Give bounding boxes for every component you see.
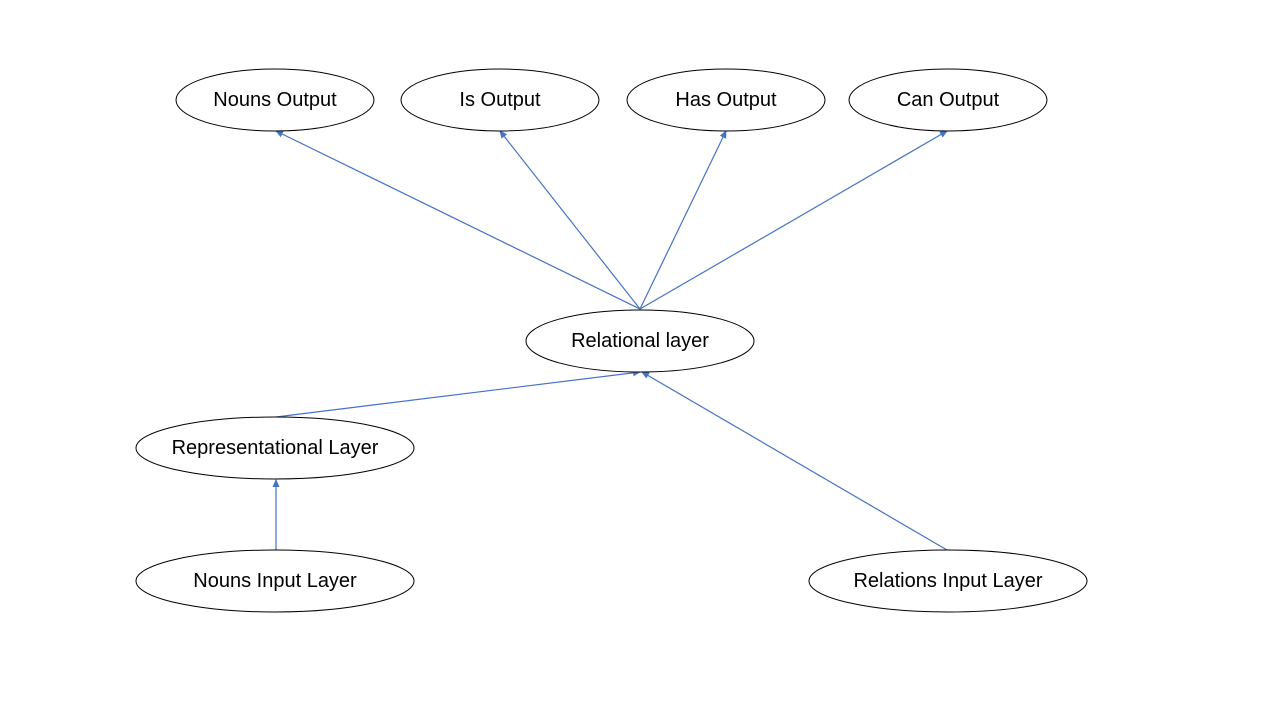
node-nouns-output-shape <box>175 68 375 132</box>
edge-relational-to-is-output <box>499 130 641 310</box>
node-nouns-output-label: Nouns Output <box>213 89 337 111</box>
node-has-output: Has Output <box>626 68 826 132</box>
node-relational-layer-label: Relational layer <box>571 330 709 352</box>
node-representational-layer-shape <box>135 416 415 480</box>
node-representational-layer-label: Representational Layer <box>172 437 379 459</box>
node-can-output: Can Output <box>848 68 1048 132</box>
node-relations-input-layer-shape <box>808 549 1088 613</box>
edge-representational-to-relational <box>275 369 641 418</box>
node-nouns-input-layer: Nouns Input Layer <box>135 549 415 613</box>
edges <box>272 130 948 551</box>
node-is-output: Is Output <box>400 68 600 132</box>
node-nouns-input-layer-shape <box>135 549 415 613</box>
edge-relational-to-has-output <box>639 130 727 310</box>
node-nouns-input-layer-label: Nouns Input Layer <box>193 570 357 592</box>
node-is-output-shape <box>400 68 600 132</box>
node-can-output-label: Can Output <box>897 89 1000 111</box>
edge-relational-to-can-output <box>639 130 948 310</box>
node-relational-layer-shape <box>525 309 755 373</box>
edge-relations-input-to-relational <box>641 371 948 551</box>
node-representational-layer: Representational Layer <box>135 416 415 480</box>
node-relational-layer: Relational layer <box>525 309 755 373</box>
node-can-output-shape <box>848 68 1048 132</box>
node-is-output-label: Is Output <box>459 89 541 111</box>
node-has-output-shape <box>626 68 826 132</box>
node-relations-input-layer: Relations Input Layer <box>808 549 1088 613</box>
node-nouns-output: Nouns Output <box>175 68 375 132</box>
edge-relational-to-nouns-output <box>275 130 641 310</box>
node-relations-input-layer-label: Relations Input Layer <box>853 570 1042 592</box>
node-has-output-label: Has Output <box>675 89 777 111</box>
